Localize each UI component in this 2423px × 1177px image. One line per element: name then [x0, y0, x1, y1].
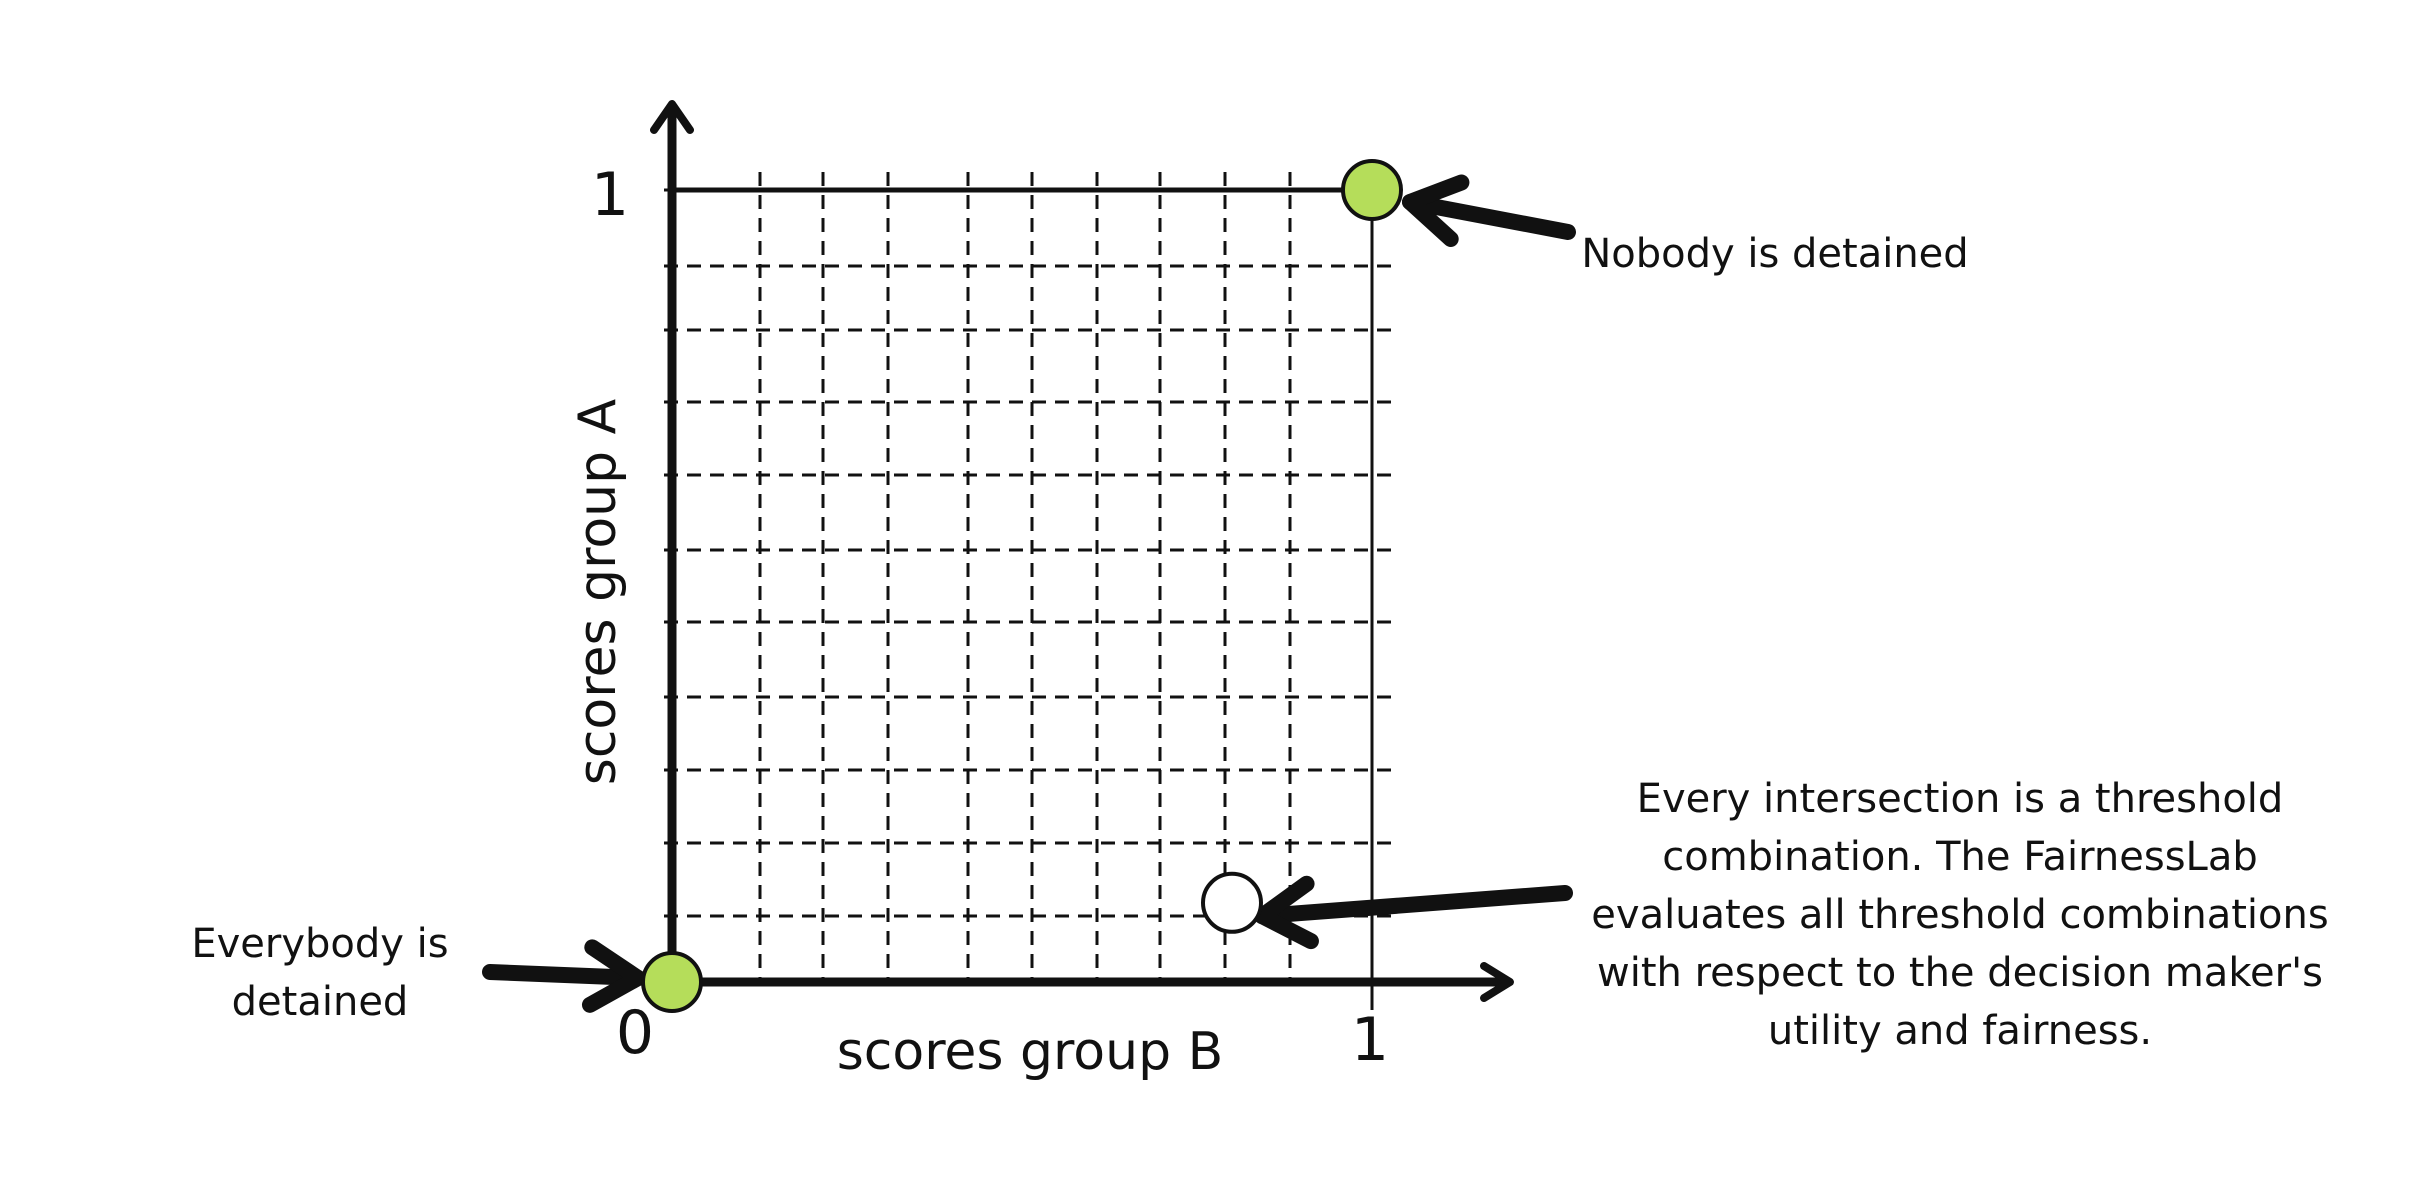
arrow-shaft [482, 964, 646, 986]
y-axis-title: scores group A [568, 398, 628, 786]
intersection-line-5: utility and fairness. [1767, 1008, 2153, 1054]
y-axis-arrowhead [650, 100, 694, 134]
grid [664, 160, 1392, 1010]
arrow-shaft [1402, 194, 1576, 240]
everybody-detained-line-2: detained [231, 979, 409, 1025]
example-threshold-point [1201, 871, 1263, 934]
intersection-line-3: evaluates all threshold combinations [1591, 892, 2329, 938]
origin-tick-label: 0 [615, 998, 655, 1068]
everybody-detained-point [641, 951, 703, 1013]
intersection-line-4: with respect to the decision maker's [1597, 950, 2323, 996]
arrow-head [581, 939, 646, 1013]
x-max-tick-label: 1 [1350, 1005, 1390, 1075]
intersection-arrow-icon [1254, 875, 1573, 950]
y-max-tick-label: 1 [590, 160, 630, 230]
x-axis-title: scores group B [836, 1022, 1224, 1082]
x-axis-arrowhead [1480, 962, 1514, 1002]
intersection-line-1: Every intersection is a threshold [1636, 776, 2284, 822]
everybody-detained-line-1: Everybody is [191, 921, 449, 967]
everybody-arrow-icon [482, 939, 646, 1013]
nobody-arrow-icon [1402, 174, 1576, 247]
nobody-detained-label: Nobody is detained [1581, 231, 1969, 277]
arrow-head [1402, 174, 1470, 247]
points [641, 159, 1403, 1013]
annotation-arrows [482, 174, 1576, 1013]
everybody-detained-label: Everybody is detained [160, 915, 480, 1031]
intersection-line-2: combination. The FairnessLab [1662, 834, 2258, 880]
arrow-head [1254, 875, 1319, 950]
axes [650, 100, 1514, 1002]
arrow-shaft [1254, 885, 1573, 924]
nobody-detained-point [1341, 159, 1403, 221]
intersection-explanation: Every intersection is a threshold combin… [1560, 770, 2360, 1060]
